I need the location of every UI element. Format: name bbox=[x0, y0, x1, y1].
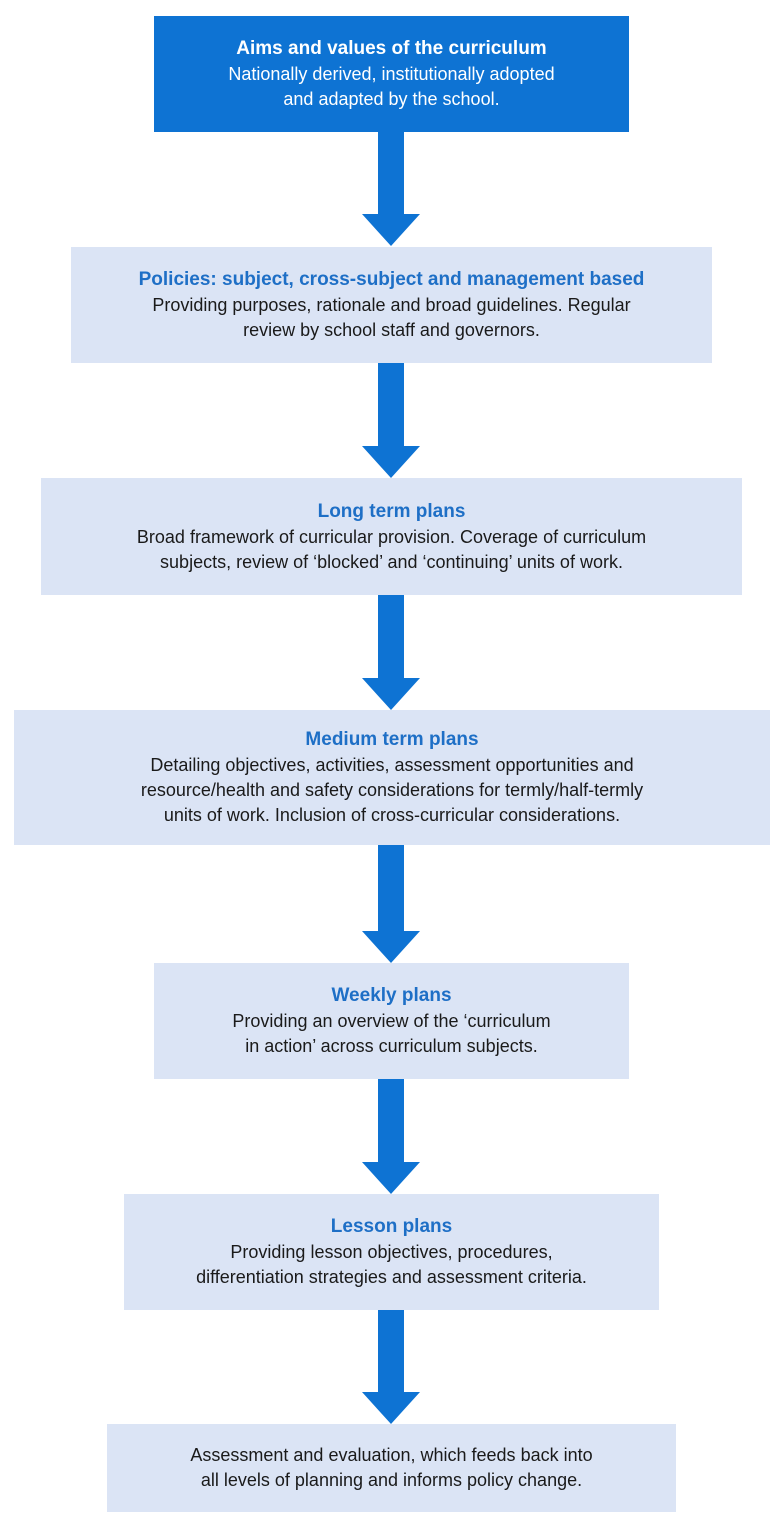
down-arrow-icon bbox=[362, 1310, 420, 1424]
box-lesson-plans: Lesson plans Providing lesson objectives… bbox=[124, 1194, 659, 1310]
box-policies-desc: Providing purposes, rationale and broad … bbox=[152, 295, 631, 340]
box-medium-term-plans-desc: Detailing objectives, activities, assess… bbox=[140, 755, 644, 825]
box-policies: Policies: subject, cross-subject and man… bbox=[71, 247, 712, 363]
box-lesson-plans-desc: Providing lesson objectives, procedures,… bbox=[196, 1242, 587, 1287]
box-weekly-plans-desc: Providing an overview of the ‘curriculum… bbox=[232, 1011, 551, 1056]
box-medium-term-plans-title: Medium term plans bbox=[305, 729, 479, 750]
box-policies-title: Policies: subject, cross-subject and man… bbox=[138, 269, 645, 290]
box-aims-values-desc: Nationally derived, institutionally adop… bbox=[228, 64, 555, 109]
down-arrow-icon bbox=[362, 845, 420, 963]
box-assessment-evaluation: Assessment and evaluation, which feeds b… bbox=[107, 1424, 676, 1512]
box-long-term-plans-desc: Broad framework of curricular provision.… bbox=[136, 526, 647, 572]
box-aims-values: Aims and values of the curriculum Nation… bbox=[154, 16, 629, 132]
box-lesson-plans-title: Lesson plans bbox=[330, 1216, 453, 1237]
box-assessment-evaluation-desc: Assessment and evaluation, which feeds b… bbox=[190, 1445, 593, 1490]
box-aims-values-title: Aims and values of the curriculum bbox=[236, 38, 547, 59]
down-arrow-icon bbox=[362, 595, 420, 710]
box-weekly-plans: Weekly plans Providing an overview of th… bbox=[154, 963, 629, 1079]
down-arrow-icon bbox=[362, 132, 420, 246]
box-long-term-plans: Long term plans Broad framework of curri… bbox=[41, 478, 742, 595]
box-medium-term-plans: Medium term plans Detailing objectives, … bbox=[14, 710, 770, 845]
down-arrow-icon bbox=[362, 363, 420, 478]
down-arrow-icon bbox=[362, 1079, 420, 1194]
box-weekly-plans-title: Weekly plans bbox=[331, 985, 452, 1006]
box-long-term-plans-title: Long term plans bbox=[317, 500, 466, 522]
